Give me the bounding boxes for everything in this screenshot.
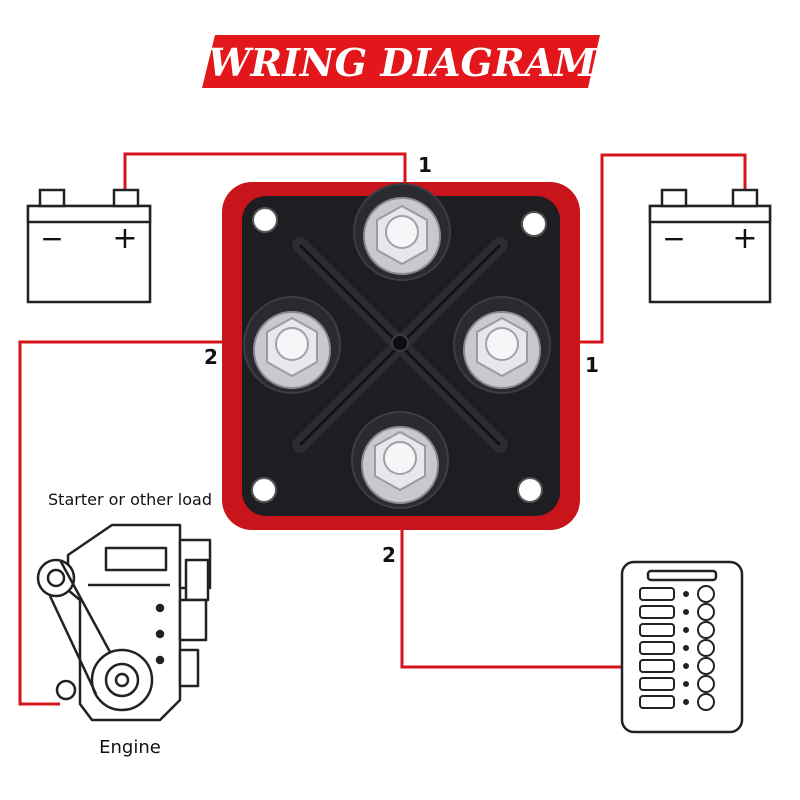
fuse-panel-rows	[639, 585, 715, 711]
load-caption: Starter or other load	[48, 490, 212, 509]
terminal-labels: 1 1 2 2	[204, 153, 599, 567]
battery-right-terminal-positive	[731, 188, 759, 208]
engine-illustration	[36, 523, 212, 722]
battery-left-terminal-positive	[112, 188, 140, 208]
label-terminal-right: 1	[585, 353, 599, 377]
label-terminal-top: 1	[418, 153, 432, 177]
terminal-bottom	[351, 411, 449, 509]
battery-left: − +	[26, 188, 152, 304]
terminal-right	[453, 296, 551, 394]
page-title: WRING DIAGRAM	[208, 40, 597, 85]
title-banner: WRING DIAGRAM	[202, 35, 600, 88]
battery-left-minus: −	[40, 222, 63, 255]
mounting-hole-bottom-right	[517, 477, 543, 503]
fuse-panel	[620, 560, 744, 734]
mounting-hole-bottom-left	[251, 477, 277, 503]
switch-center-hole	[391, 334, 409, 352]
battery-right: − +	[648, 188, 772, 304]
battery-left-plus: +	[112, 221, 137, 256]
terminal-top	[353, 183, 451, 281]
engine-caption: Engine	[99, 737, 161, 758]
mounting-hole-top-left	[252, 207, 278, 233]
label-terminal-left: 2	[204, 345, 218, 369]
wire-left-terminal-to-starter	[18, 340, 278, 706]
battery-right-minus: −	[662, 222, 685, 255]
battery-switch	[222, 182, 580, 530]
wire-bottom-terminal-to-fuse-panel	[400, 520, 622, 669]
battery-right-terminal-negative	[660, 188, 688, 208]
title-banner-background	[202, 35, 600, 88]
battery-left-terminal-negative	[38, 188, 66, 208]
label-terminal-bottom: 2	[382, 543, 396, 567]
starter-terminal	[55, 679, 77, 701]
battery-right-plus: +	[732, 221, 757, 256]
mounting-hole-top-right	[521, 211, 547, 237]
terminal-left	[243, 296, 341, 394]
